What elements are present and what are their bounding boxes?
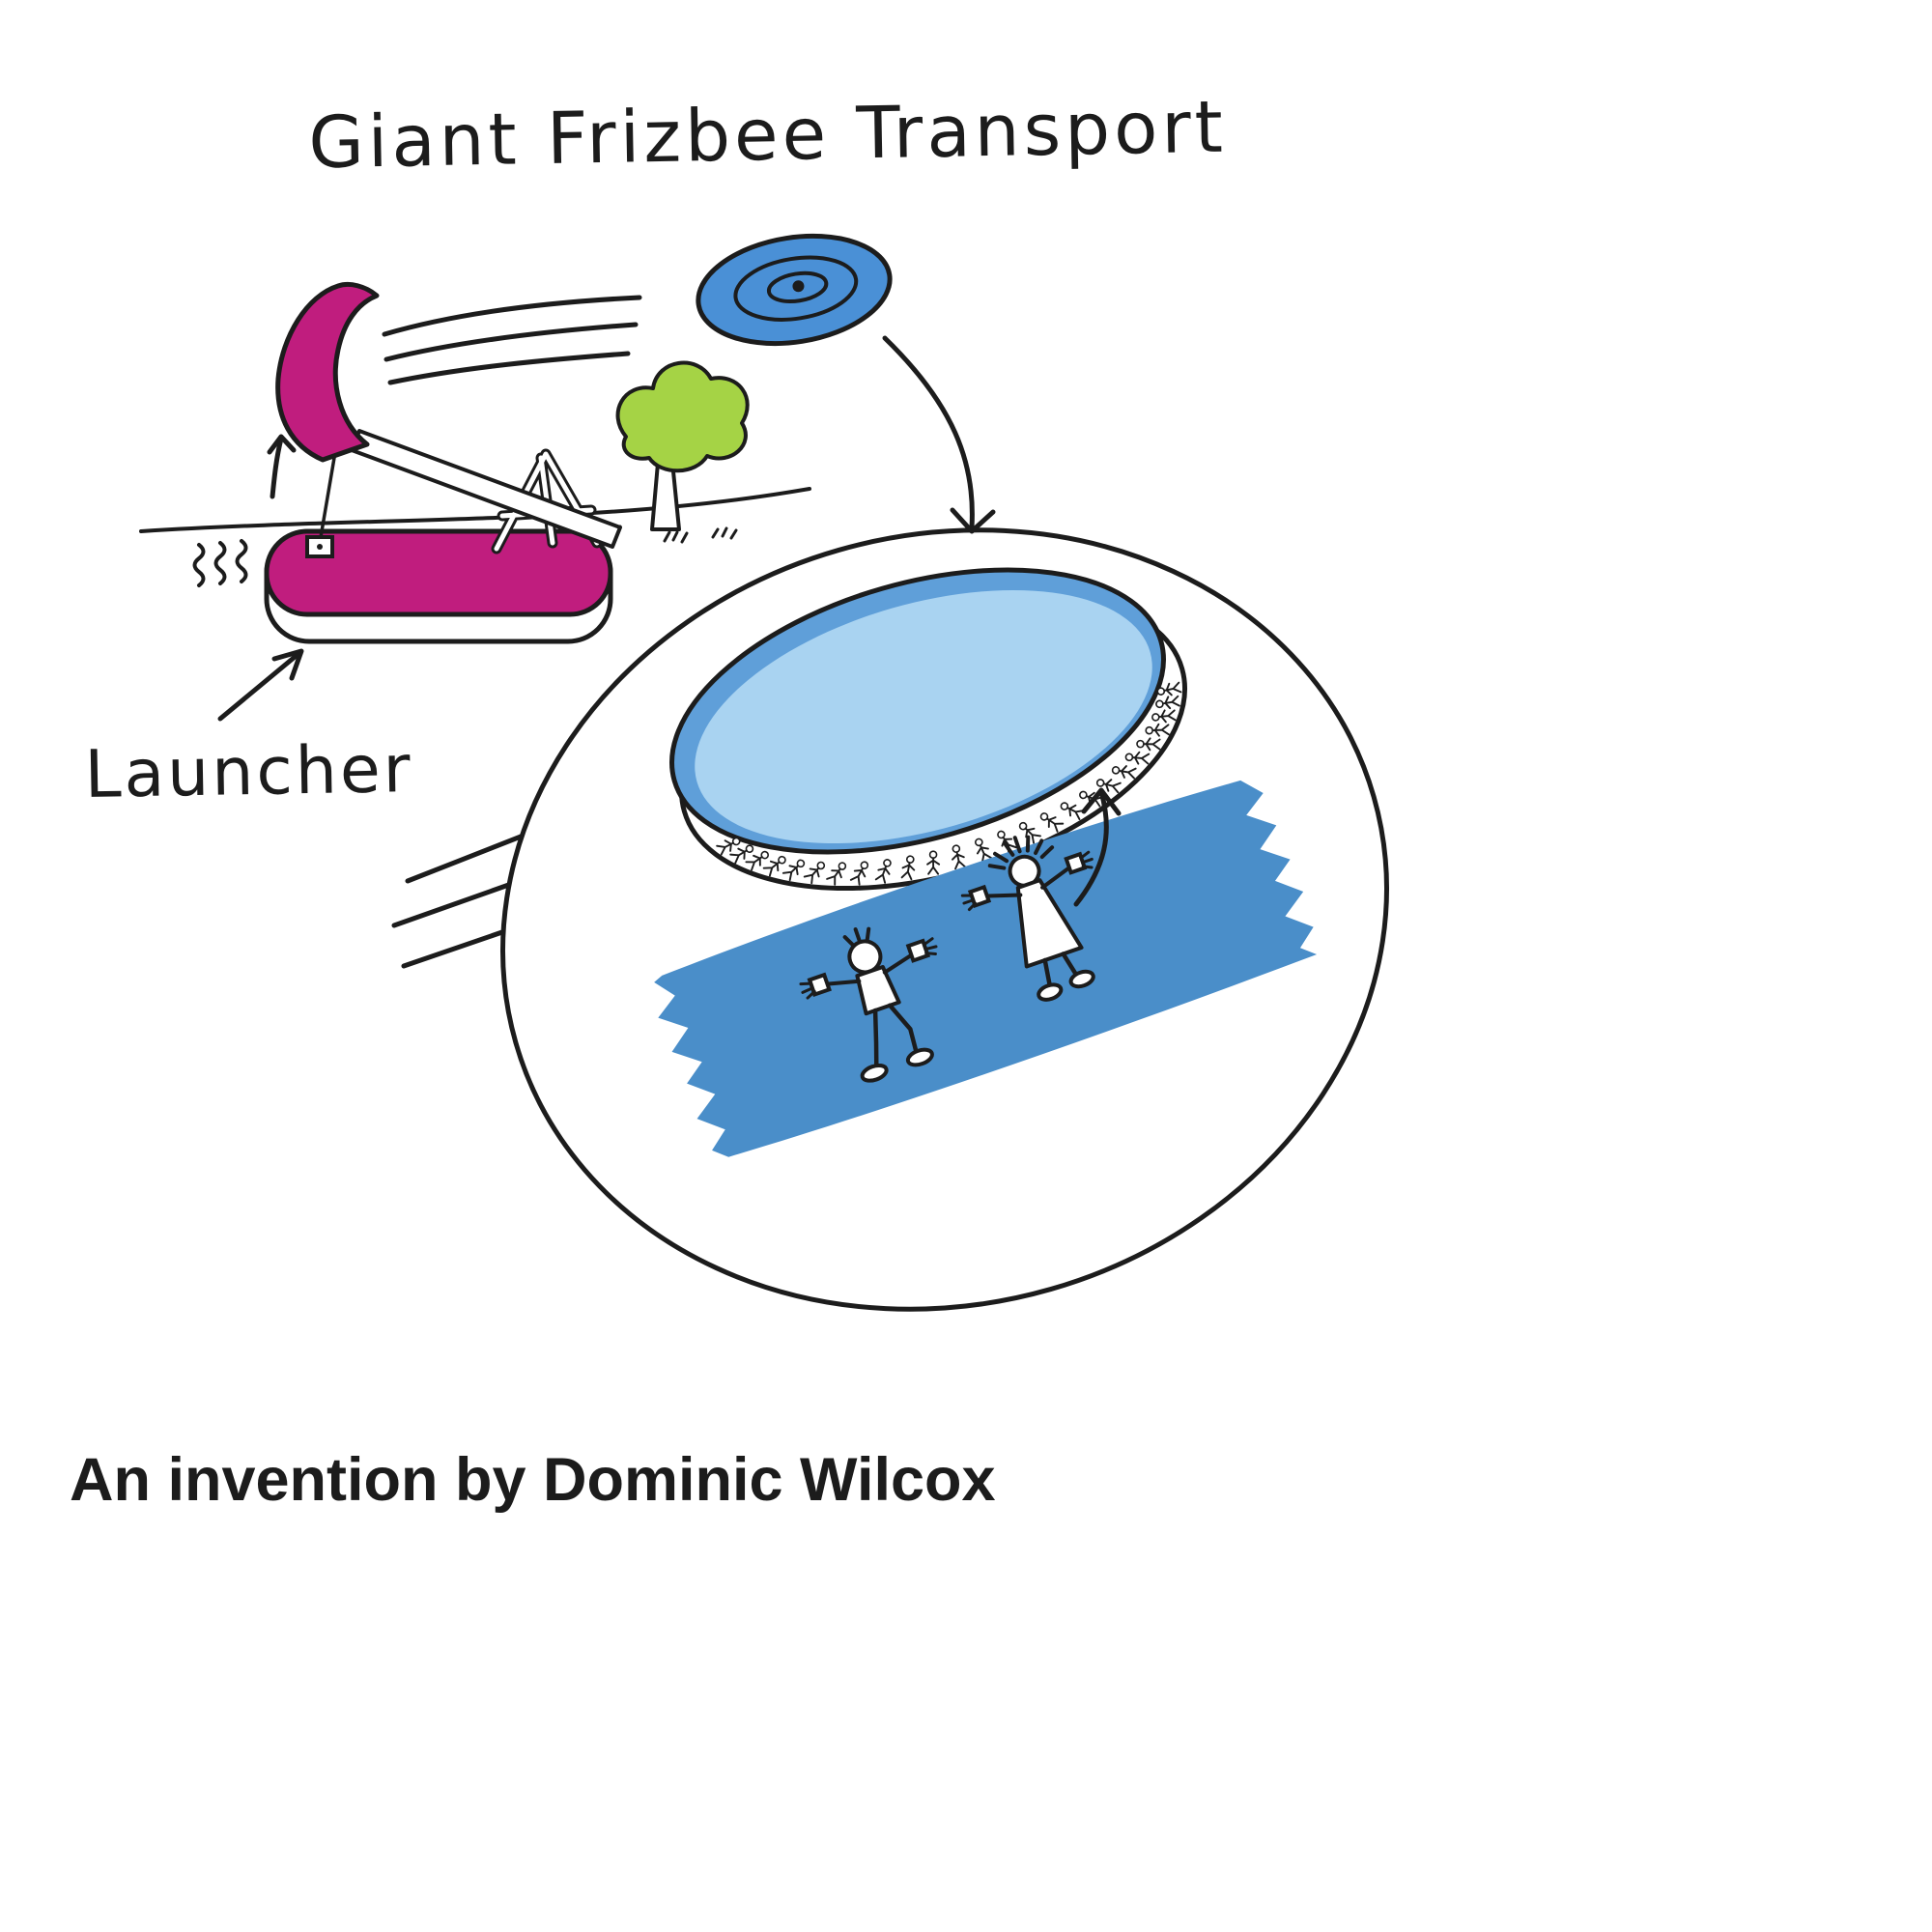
passenger-figure-woman xyxy=(960,835,1095,1002)
tree-canopy xyxy=(615,360,750,473)
passenger-figure-man xyxy=(799,926,938,1083)
frisbee-ring-inner xyxy=(766,270,829,304)
winch-rope xyxy=(318,456,336,545)
caption-text: An invention by Dominic Wilcox xyxy=(70,1446,996,1514)
launcher-label: Launcher xyxy=(84,731,413,813)
catapult-scoop xyxy=(275,281,380,463)
descent-arrow xyxy=(882,335,996,534)
giant-frisbee-zoom xyxy=(500,527,1389,1312)
tree xyxy=(615,360,750,531)
anchor-pin xyxy=(317,544,323,550)
launcher-callout: Launcher xyxy=(84,648,413,813)
band-to-rim-arrow xyxy=(1073,787,1122,907)
frisbee-center-dot xyxy=(792,280,805,293)
launch-motion-lines xyxy=(382,295,642,385)
interior-band-group xyxy=(654,780,1318,1157)
interior-band xyxy=(654,780,1318,1157)
flying-frisbee xyxy=(696,233,893,347)
spring-pins-icon xyxy=(192,539,248,587)
frisbee-top-surface xyxy=(695,589,1152,844)
frisbee-ring-outer xyxy=(733,255,859,322)
launcher-base-top xyxy=(264,528,613,617)
ground-line xyxy=(139,487,811,533)
launcher-catapult xyxy=(192,281,642,644)
scoop-arrow xyxy=(267,434,297,499)
sketch-title: Giant Frizbee Transport xyxy=(308,86,1228,185)
